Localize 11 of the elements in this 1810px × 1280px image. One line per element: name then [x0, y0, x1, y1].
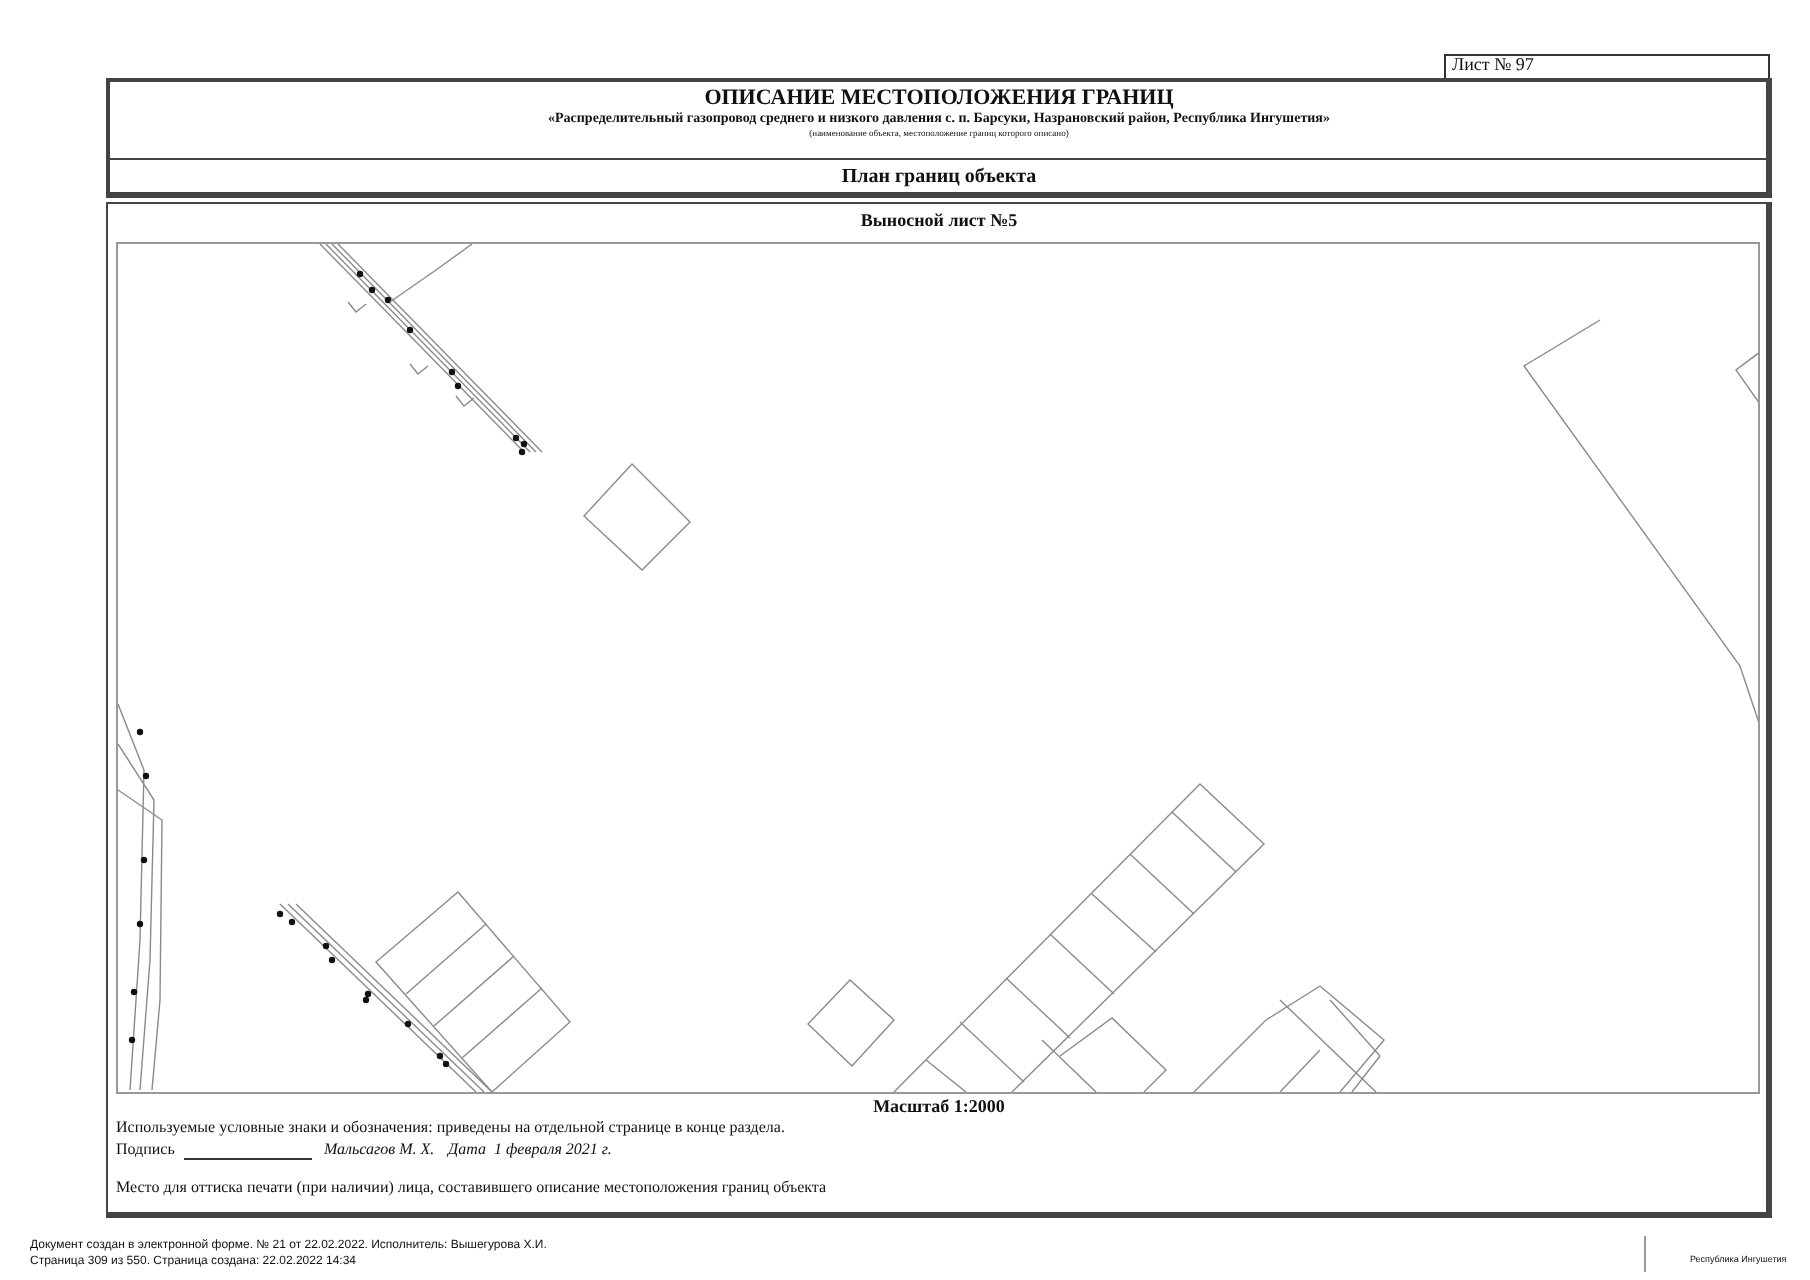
section-heading: План границ объекта: [839, 166, 1039, 188]
document-title: ОПИСАНИЕ МЕСТОПОЛОЖЕНИЯ ГРАНИЦ: [702, 86, 1176, 111]
sheet-number: Лист № 97: [1452, 56, 1534, 76]
scale-text: Масштаб 1:2000: [871, 1098, 1007, 1118]
date-text: 1 февраля 2021 г.: [494, 1142, 612, 1160]
signer-name: Мальсагов М. Х.: [324, 1142, 435, 1160]
sheet-heading: Выносной лист №5: [858, 212, 1020, 232]
signature-label: Подпись: [116, 1142, 175, 1160]
note-text: Используемые условные знаки и обозначения: приведены на отдельной странице в конце раздела.: [116, 1120, 785, 1138]
stamp-place-text: Место для оттиска печати (при наличии) лица, составившего описание местоположения границ объекта: [116, 1180, 827, 1198]
date-label: Дата: [448, 1142, 486, 1160]
